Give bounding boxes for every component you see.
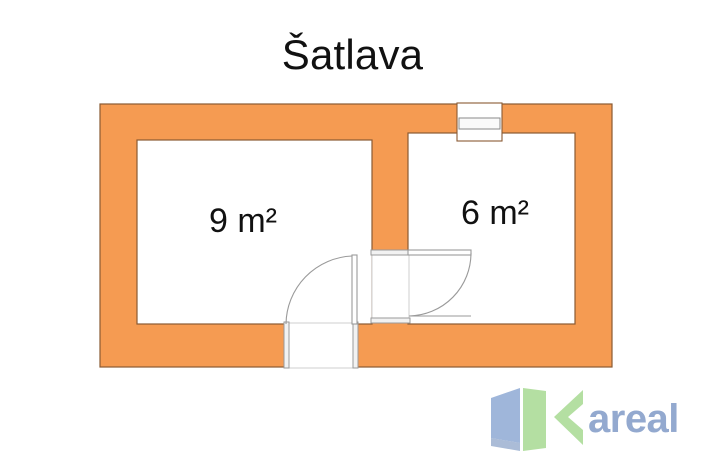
door-entrance-opening bbox=[285, 322, 357, 369]
door-interior-opening bbox=[371, 251, 410, 322]
building-walls bbox=[99, 103, 613, 368]
door-interior-jamb-top bbox=[370, 249, 411, 256]
door-interior-jamb-bottom bbox=[370, 317, 411, 324]
window-glass bbox=[458, 117, 501, 130]
door-entrance-swing-arc bbox=[285, 255, 353, 325]
logo-chevron-icon bbox=[554, 390, 583, 445]
room-right-area-label: 6 m² bbox=[461, 194, 529, 232]
room-left-interior bbox=[136, 139, 373, 325]
logo-wordmark: areal bbox=[588, 397, 679, 441]
door-interior-swing-arc bbox=[408, 252, 472, 317]
door-entrance-jamb-right bbox=[352, 321, 359, 369]
window-top bbox=[456, 102, 503, 142]
page-title: Šatlava bbox=[281, 31, 424, 78]
room-left-area-label: 9 m² bbox=[209, 202, 277, 240]
door-interior-leaf bbox=[407, 249, 472, 256]
door-interior bbox=[370, 249, 472, 324]
logo-cube-shadow-face bbox=[491, 438, 520, 451]
areal-logo: areal bbox=[491, 388, 679, 451]
room-right-interior bbox=[407, 132, 576, 325]
door-entrance-leaf bbox=[351, 254, 358, 325]
door-entrance-jamb-left bbox=[283, 321, 290, 369]
door-entrance bbox=[283, 254, 359, 369]
logo-cube-left-face bbox=[491, 388, 520, 443]
logo-cube-right-face bbox=[523, 388, 546, 451]
